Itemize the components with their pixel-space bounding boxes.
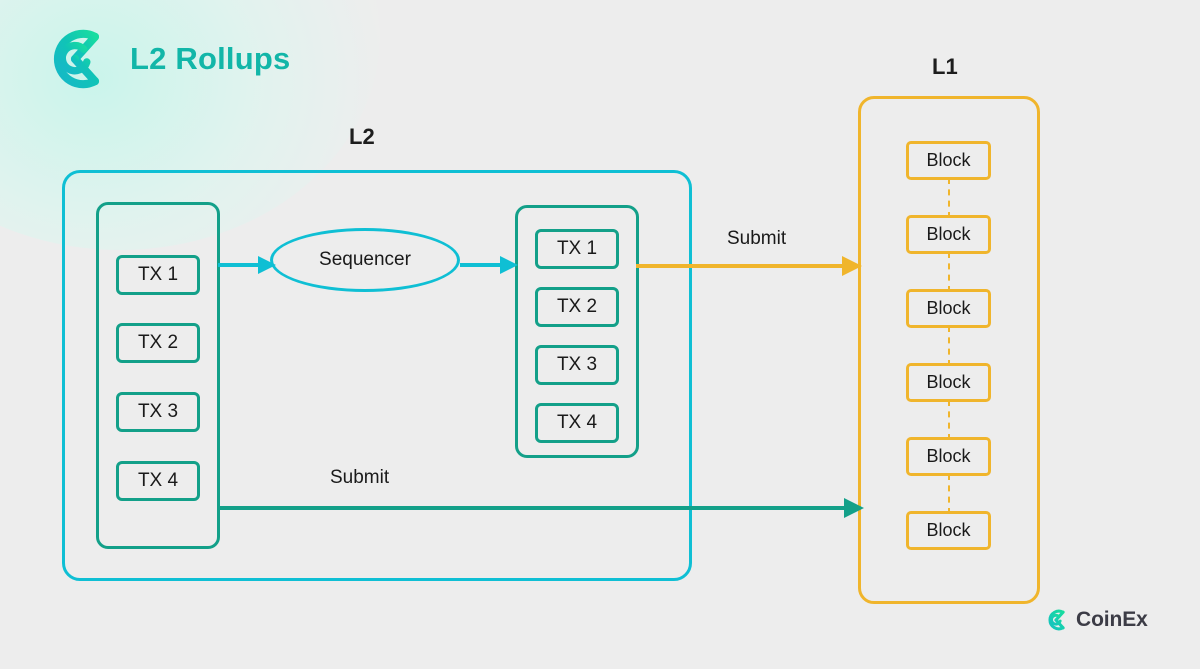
coinex-spiral-logo-icon xyxy=(53,29,100,89)
arrow-pool-to-l1 xyxy=(218,498,864,518)
header-brand: L2 Rollups xyxy=(38,22,290,96)
tx-batch-item[interactable]: TX 4 xyxy=(535,403,619,443)
sequencer-node[interactable]: Sequencer xyxy=(270,228,460,292)
l1-section-label: L1 xyxy=(932,54,958,79)
tx-pool-item[interactable]: TX 1 xyxy=(116,255,200,295)
transaction-pool-container xyxy=(96,202,220,549)
block-chain-link xyxy=(948,400,950,440)
block-chain-link xyxy=(948,178,950,218)
arrow-pool-to-sequencer xyxy=(218,256,276,274)
l1-block[interactable]: Block xyxy=(906,215,991,254)
transaction-batch-container xyxy=(515,205,639,458)
l1-container xyxy=(858,96,1040,604)
l1-block[interactable]: Block xyxy=(906,363,991,402)
block-chain-link xyxy=(948,474,950,514)
l2-container xyxy=(62,170,692,581)
l1-block[interactable]: Block xyxy=(906,437,991,476)
coinex-spiral-logo-icon xyxy=(1048,609,1065,631)
tx-batch-item[interactable]: TX 2 xyxy=(535,287,619,327)
block-chain-link xyxy=(948,326,950,366)
l1-block[interactable]: Block xyxy=(906,511,991,550)
submit-label-bottom: Submit xyxy=(330,467,390,488)
tx-batch-item[interactable]: TX 1 xyxy=(535,229,619,269)
tx-pool-item[interactable]: TX 3 xyxy=(116,392,200,432)
footer-brand-text: CoinEx xyxy=(1076,608,1148,631)
l1-block[interactable]: Block xyxy=(906,141,991,180)
block-chain-link xyxy=(948,252,950,292)
tx-batch-item[interactable]: TX 3 xyxy=(535,345,619,385)
tx-pool-item[interactable]: TX 4 xyxy=(116,461,200,501)
arrow-batch-to-l1 xyxy=(636,256,862,276)
arrow-sequencer-to-batch xyxy=(460,256,518,274)
tx-pool-item[interactable]: TX 2 xyxy=(116,323,200,363)
submit-label-top: Submit xyxy=(727,228,787,249)
l1-block[interactable]: Block xyxy=(906,289,991,328)
page-title: L2 Rollups xyxy=(130,41,291,76)
l2-section-label: L2 xyxy=(349,124,375,149)
footer-brand: CoinEx xyxy=(1043,607,1148,633)
